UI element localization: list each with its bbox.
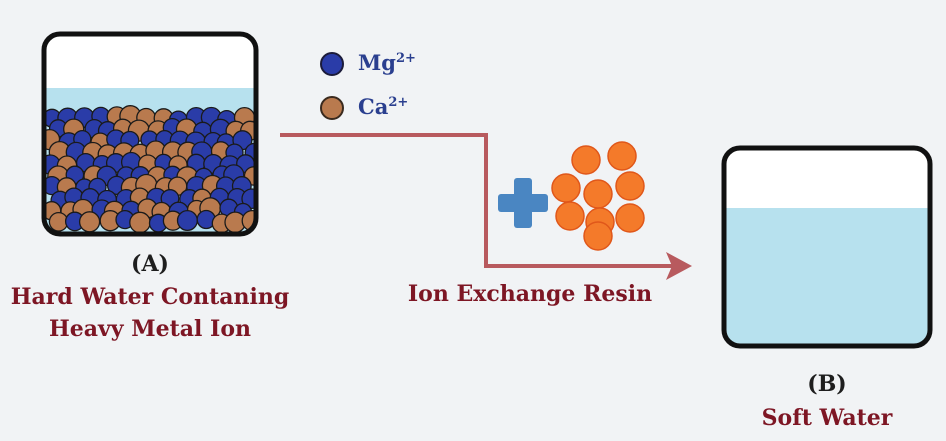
beaker-b-caption: Soft Water <box>761 405 893 431</box>
process-arrow <box>280 133 692 280</box>
process-label: Ion Exchange Resin <box>407 281 653 307</box>
legend-mg-label: Mg2+ <box>358 50 416 75</box>
legend-ca-label: Ca2+ <box>358 94 408 119</box>
beaker-a-letter: (A) <box>131 251 169 277</box>
plus-icon <box>498 178 548 228</box>
beaker-b <box>721 145 933 349</box>
beaker-a-outline <box>41 31 259 237</box>
mg-symbol: Mg <box>358 50 396 75</box>
resin-bead <box>583 221 613 251</box>
arrow-head <box>666 252 692 280</box>
beaker-b-water <box>724 208 930 346</box>
beaker-a-caption-line2: Heavy Metal Ion <box>48 316 251 342</box>
resin-bead <box>555 201 585 231</box>
ca-charge: 2+ <box>388 95 409 110</box>
resin-bead <box>571 145 601 175</box>
mg-ion <box>241 188 256 210</box>
ca-ion <box>78 211 101 233</box>
beaker-a-caption-line1: Hard Water Contaning <box>10 284 290 310</box>
resin-bead <box>607 141 637 171</box>
mg-ion <box>176 209 198 232</box>
legend <box>320 52 344 120</box>
resin-bead <box>615 171 645 201</box>
ca-ion-icon <box>320 96 344 120</box>
arrow-line <box>280 133 672 268</box>
mg-ion-icon <box>320 52 344 76</box>
mg-charge: 2+ <box>395 51 416 66</box>
resin-bead <box>615 203 645 233</box>
resin-bead <box>551 173 581 203</box>
ca-symbol: Ca <box>358 94 389 119</box>
beaker-b-outline <box>721 145 933 349</box>
hard-water-ions <box>44 105 256 234</box>
resin-beads <box>551 141 645 251</box>
resin-bead <box>583 179 613 209</box>
beaker-a <box>41 31 259 237</box>
ca-ion <box>129 211 151 234</box>
beaker-b-letter: (B) <box>807 371 847 397</box>
